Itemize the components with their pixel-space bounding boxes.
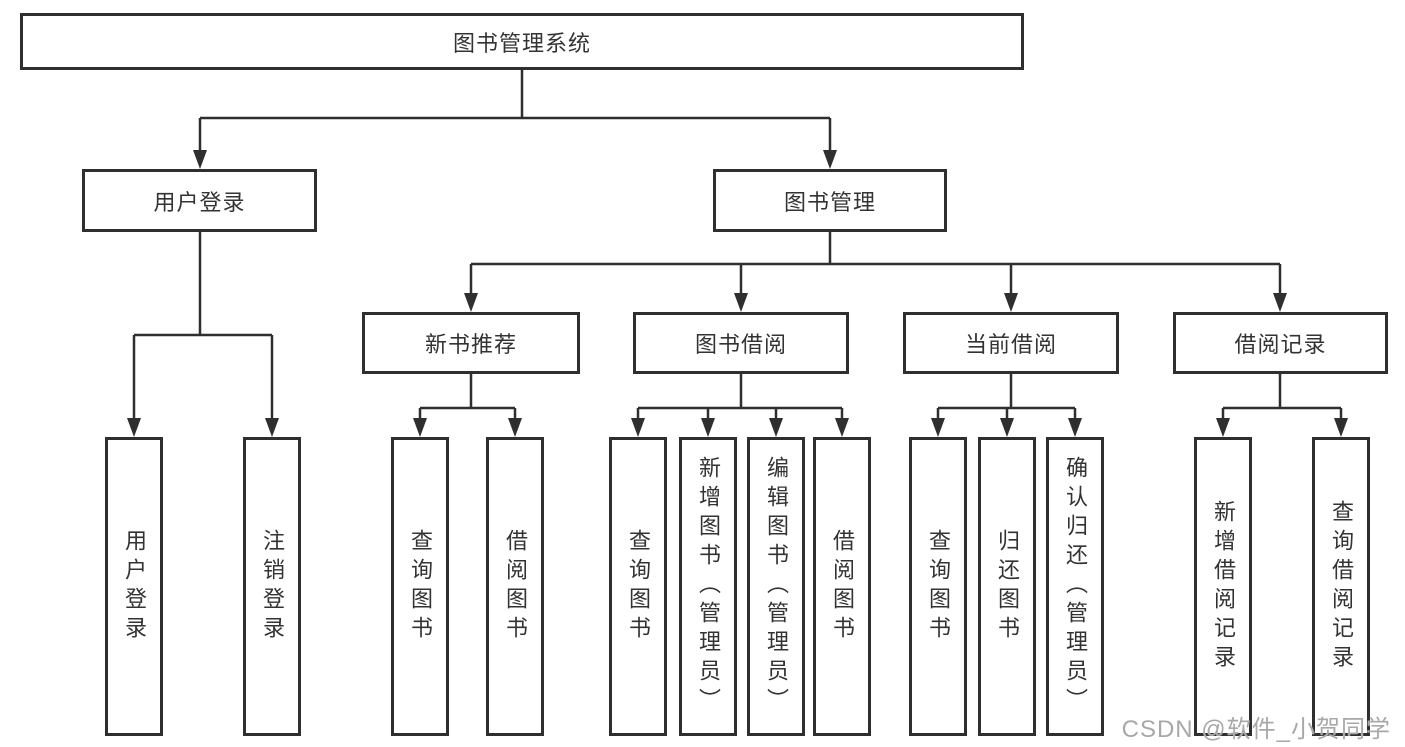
node-label: 用户登录 [153, 189, 246, 215]
node-leaf-borrow-book-2: 借阅图书 [813, 437, 871, 736]
arrowhead [835, 418, 849, 437]
arrowhead [1334, 418, 1348, 437]
node-label: 查询图书 [408, 528, 433, 645]
node-label: 新增借阅记录 [1211, 499, 1236, 674]
arrowhead [1068, 418, 1082, 437]
node-book-borrow: 图书借阅 [633, 312, 849, 374]
arrowhead [413, 418, 427, 437]
node-leaf-add-borrow-record: 新增借阅记录 [1194, 437, 1252, 736]
node-book-management: 图书管理 [713, 169, 947, 232]
node-label: 借阅图书 [830, 528, 855, 645]
arrowhead [464, 293, 478, 312]
node-label: 图书管理 [783, 189, 876, 215]
node-label: 查询借阅记录 [1329, 499, 1354, 674]
node-label: 查询图书 [926, 528, 951, 645]
node-label: 注销登录 [260, 528, 285, 645]
node-leaf-query-borrow-record: 查询借阅记录 [1312, 437, 1370, 736]
csdn-watermark: CSDN @软件_小贺同学 [1121, 716, 1391, 743]
node-user-login: 用户登录 [82, 169, 317, 232]
arrowhead [734, 293, 748, 312]
arrowhead [1216, 418, 1230, 437]
arrowhead [508, 418, 522, 437]
node-label: 新增图书（管理员） [696, 456, 721, 717]
arrowhead [823, 150, 837, 169]
node-label: 图书借阅 [694, 332, 787, 357]
arrowhead [931, 418, 945, 437]
node-leaf-logout: 注销登录 [243, 437, 301, 736]
node-leaf-edit-book-admin: 编辑图书（管理员） [747, 437, 805, 736]
node-borrow-records: 借阅记录 [1173, 312, 1388, 374]
arrowhead [1000, 418, 1014, 437]
node-leaf-return-book: 归还图书 [978, 437, 1036, 736]
node-leaf-query-book-1: 查询图书 [391, 437, 449, 736]
node-label: 归还图书 [995, 528, 1020, 645]
arrowhead [631, 418, 645, 437]
node-leaf-query-book-3: 查询图书 [909, 437, 967, 736]
node-label: 新书推荐 [424, 332, 517, 357]
arrowhead [1273, 293, 1287, 312]
node-label: 用户登录 [122, 528, 147, 645]
node-label: 查询图书 [626, 528, 651, 645]
node-leaf-user-login: 用户登录 [105, 437, 163, 736]
arrowhead [769, 418, 783, 437]
node-label: 当前借阅 [964, 332, 1057, 357]
node-leaf-borrow-book-1: 借阅图书 [486, 437, 544, 736]
arrowhead [193, 150, 207, 169]
node-new-book-recommend: 新书推荐 [362, 312, 580, 374]
node-label: 编辑图书（管理员） [764, 456, 789, 717]
node-root-system: 图书管理系统 [20, 13, 1024, 70]
node-leaf-query-book-2: 查询图书 [609, 437, 667, 736]
node-label: 确认归还（管理员） [1063, 456, 1088, 717]
node-leaf-confirm-return: 确认归还（管理员） [1046, 437, 1104, 736]
arrowhead [265, 418, 279, 437]
node-current-borrow: 当前借阅 [903, 312, 1119, 374]
node-label: 图书管理系统 [452, 30, 591, 56]
arrowhead [127, 418, 141, 437]
node-label: 借阅记录 [1234, 332, 1327, 357]
arrowhead [1004, 293, 1018, 312]
arrowhead [701, 418, 715, 437]
node-label: 借阅图书 [503, 528, 528, 645]
node-leaf-add-book-admin: 新增图书（管理员） [679, 437, 737, 736]
